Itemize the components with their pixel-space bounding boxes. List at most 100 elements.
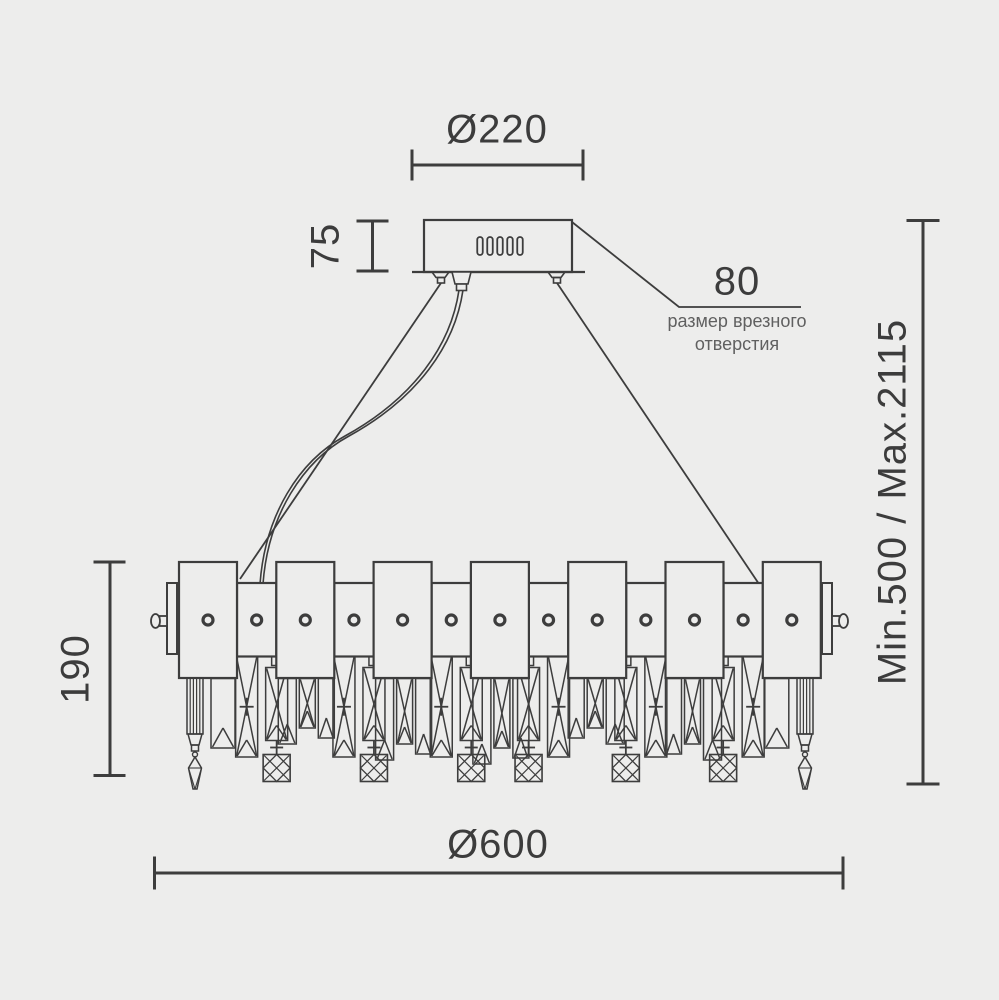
crystal-facet — [222, 727, 235, 748]
crystal-facet — [286, 723, 296, 744]
drop-link — [190, 744, 200, 752]
crystal-facet — [458, 755, 485, 781]
crystal-square-facet — [708, 753, 738, 783]
crystal-prism — [210, 677, 236, 749]
crystal-facet — [501, 730, 510, 748]
front-panel — [567, 560, 628, 680]
crystal-facet — [246, 739, 257, 757]
drop-collar — [797, 733, 813, 746]
crystal-square-facet — [611, 753, 641, 783]
cutout-note: размер врезного отверстия — [667, 310, 806, 356]
crystal-facet — [704, 739, 714, 760]
crystal-facet — [520, 737, 529, 758]
suspension-wires — [239, 282, 760, 585]
crystal-facet — [712, 668, 734, 740]
side-knob-left — [150, 613, 161, 629]
crystal-facet — [481, 743, 491, 764]
body-height-label: 190 — [53, 634, 98, 704]
panel-screw — [444, 613, 458, 627]
crystal-facet — [691, 726, 700, 744]
crystal-facet — [279, 723, 288, 744]
canopy-slot — [476, 236, 484, 256]
panel-screw — [493, 613, 507, 627]
crystal-facet — [299, 679, 316, 728]
crystal-facet — [625, 725, 636, 740]
crystal-prism — [332, 655, 356, 758]
crystal-facet — [743, 739, 754, 757]
crystal-facet — [187, 767, 196, 790]
panel-screw — [736, 613, 750, 627]
dimension-suspension-range — [906, 219, 940, 786]
side-plate-right — [821, 582, 833, 655]
suspension-wire-left — [239, 282, 442, 580]
crystal-facet — [460, 668, 482, 740]
crystal-prism — [546, 655, 571, 758]
crystal-prism — [429, 655, 453, 758]
crystal-facet — [263, 755, 290, 781]
crystal-prism — [664, 677, 683, 755]
panel-screw — [396, 613, 410, 627]
crystal-facet — [265, 668, 288, 740]
cable-gland-tip — [455, 283, 468, 292]
canopy-height-label: 75 — [303, 222, 348, 270]
crystal-facet — [607, 723, 616, 744]
crystal-facet — [655, 739, 666, 757]
crystal-facet — [494, 730, 503, 748]
crystal-facet — [588, 710, 596, 728]
cutout-leader-line — [571, 221, 801, 308]
dimension-canopy-height — [356, 219, 389, 273]
crystal-facet — [333, 739, 345, 757]
suspension-wire-right — [556, 282, 760, 585]
panel-screw — [785, 613, 799, 627]
panel-screw — [201, 613, 215, 627]
panel-screw — [541, 613, 556, 627]
canopy-slot — [516, 236, 524, 256]
crystal-facet — [194, 767, 203, 790]
suspension-range-label: Min.500 / Max.2115 — [870, 318, 915, 686]
crystal-facet — [300, 710, 308, 728]
cable-gland — [450, 271, 473, 285]
crystal-facet — [594, 710, 603, 728]
crystal-facet — [266, 725, 278, 740]
crystal-prism — [414, 677, 433, 755]
crystal-facet — [473, 743, 483, 764]
panel-screw — [639, 613, 653, 627]
crystal-facet — [319, 717, 328, 738]
crystal-facet — [685, 726, 694, 744]
dimension-body-height — [93, 560, 126, 777]
canopy-slot — [506, 236, 514, 256]
crystal-facet — [236, 739, 248, 757]
crystal-facet — [575, 717, 584, 738]
crystal-facet — [672, 733, 681, 754]
crystal-facet — [383, 739, 393, 760]
crystal-facet — [711, 739, 721, 760]
ceiling-canopy — [412, 218, 585, 292]
canopy-foot-right-stud — [552, 276, 562, 284]
crystal-facet — [422, 733, 431, 754]
crystal-facet — [211, 727, 224, 748]
crystal-facet — [515, 755, 542, 781]
power-cord — [259, 289, 460, 585]
panel-screw — [250, 613, 264, 627]
crystal-facet — [752, 739, 764, 757]
panel-screw — [347, 613, 361, 627]
dimension-canopy-diameter — [410, 149, 585, 181]
body-diameter-label: Ø600 — [447, 822, 549, 867]
crystal-facet — [776, 727, 788, 748]
crystal-facet — [431, 739, 442, 757]
crystal-facet — [306, 710, 315, 728]
crystal-facet — [645, 739, 657, 757]
crystal-prism — [317, 677, 336, 739]
side-plate-left — [166, 582, 178, 655]
crystal-facet — [804, 767, 813, 790]
crystal-square-facet — [262, 753, 292, 783]
rod-bundle — [796, 677, 814, 735]
crystal-facet — [568, 717, 577, 738]
crystal-prism — [512, 677, 530, 759]
crystal-facet — [722, 725, 734, 740]
cutout-note-line1: размер врезного — [667, 311, 807, 331]
crystal-prism — [644, 655, 668, 758]
crystal-prism — [567, 677, 585, 739]
crystal-facet — [557, 739, 569, 757]
crystal-facet — [513, 737, 522, 758]
